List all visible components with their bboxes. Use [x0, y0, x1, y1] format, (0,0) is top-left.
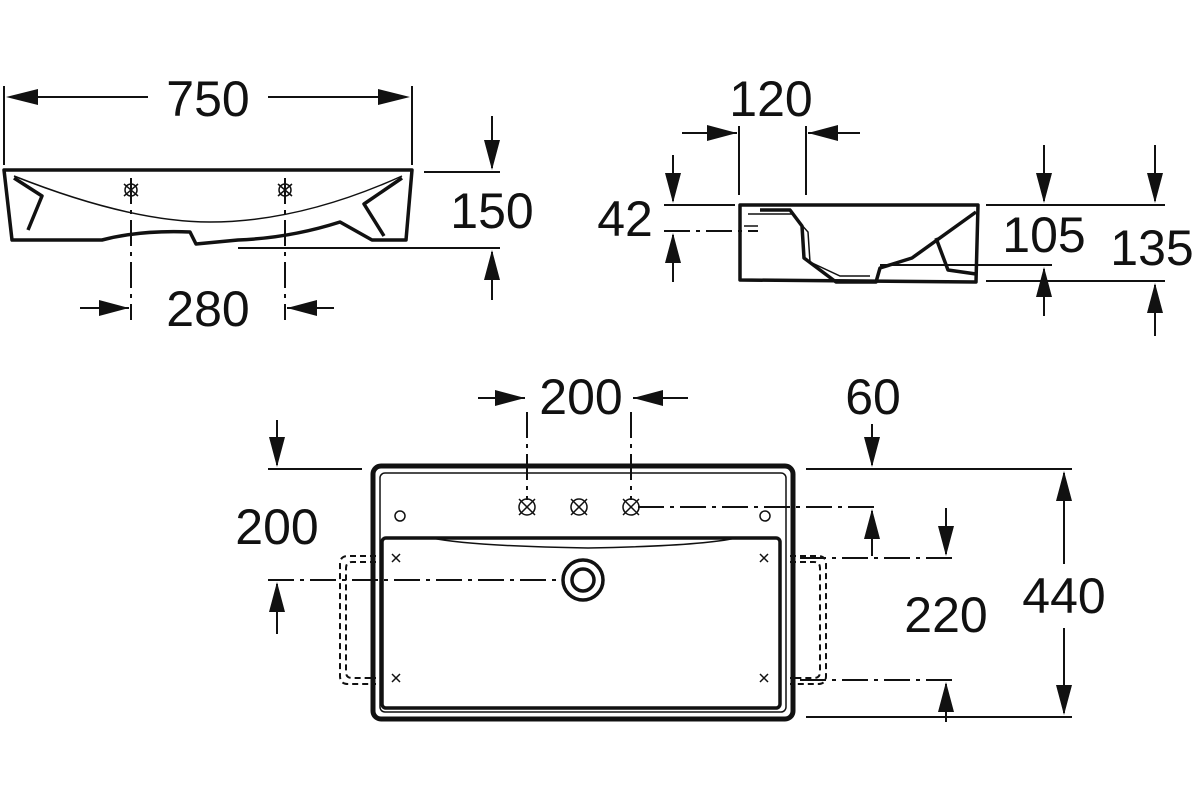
- dim-top-tap-spacing: 200: [539, 369, 622, 425]
- side-view: 120 42 105 135: [597, 71, 1194, 336]
- top-view-bracket-left: [339, 555, 376, 685]
- dim-side-height-total: 135: [1110, 220, 1193, 276]
- top-view-drain: [561, 558, 605, 602]
- dim-top-bracket-spacing: 220: [904, 587, 987, 643]
- front-view: 750 150 280: [2, 71, 534, 337]
- front-view-right-wall: [362, 176, 403, 237]
- dim-front-tap-spacing: 280: [166, 281, 249, 337]
- dim-side-depth: 120: [729, 71, 812, 127]
- top-view-inner-bowl: [380, 536, 782, 710]
- top-view-fixing-hole-left: [394, 510, 406, 522]
- dim-side-height-inner: 105: [1002, 207, 1085, 263]
- side-view-basin-outline: [738, 203, 980, 284]
- dim-front-width: 750: [166, 71, 249, 127]
- top-view-outer-rim: [370, 463, 796, 722]
- top-view-fixing-hole-right: [759, 510, 771, 522]
- dim-top-depth: 440: [1022, 568, 1105, 624]
- side-view-bowl-profile: [760, 208, 978, 284]
- top-view: 200 60 200 220 440: [235, 369, 1106, 722]
- top-view-tap-hole-right: [622, 498, 640, 516]
- front-view-basin-outline: [2, 168, 414, 246]
- front-view-bowl-curve: [13, 175, 403, 223]
- front-view-left-wall: [13, 176, 44, 231]
- top-view-bracket-markers: [391, 553, 769, 683]
- dim-side-rim: 42: [597, 191, 653, 247]
- dim-top-back-offset: 60: [845, 369, 901, 425]
- dim-front-height: 150: [450, 183, 533, 239]
- top-view-tap-hole-center: [570, 498, 588, 516]
- top-view-tap-hole-left: [518, 498, 536, 516]
- top-view-bracket-right: [790, 555, 827, 685]
- dim-top-left-offset: 200: [235, 499, 318, 555]
